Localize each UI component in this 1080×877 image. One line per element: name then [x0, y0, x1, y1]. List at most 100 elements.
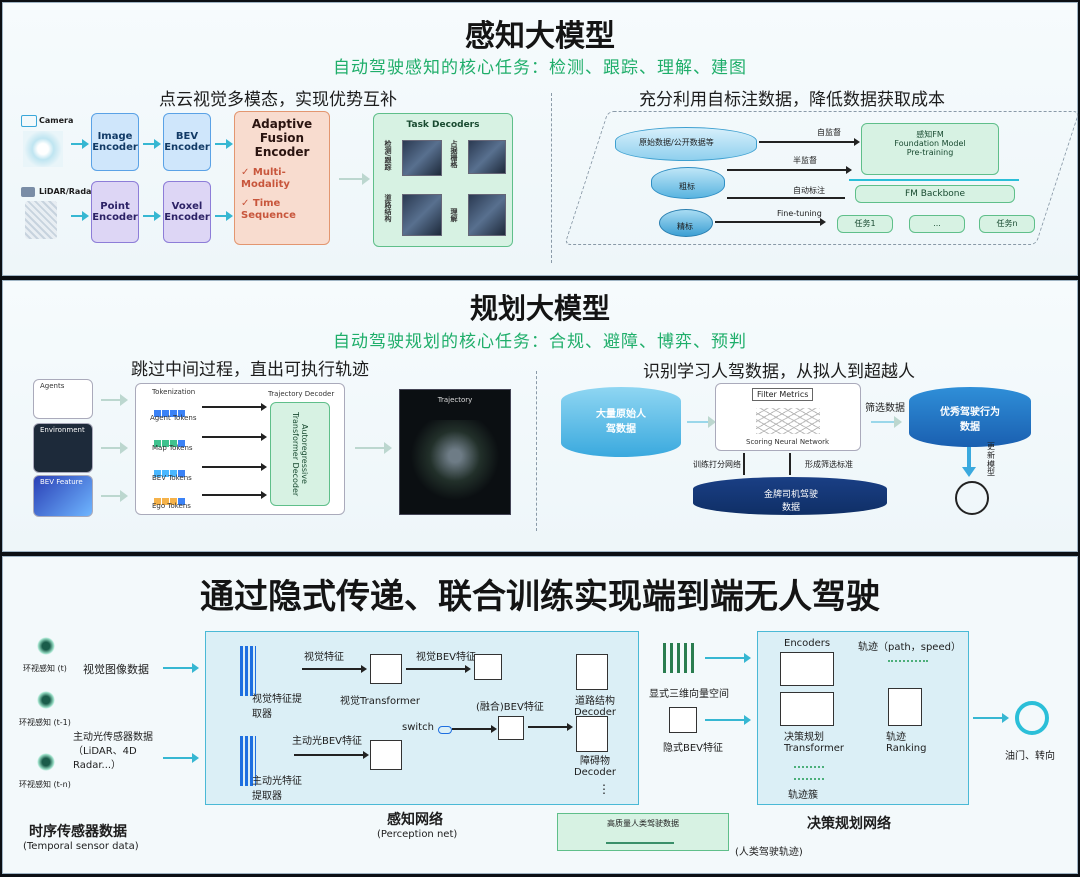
- arrow: [202, 403, 267, 410]
- task-1: 任务1: [837, 215, 893, 233]
- traj-wave: [794, 766, 824, 780]
- environment-label: Environment: [40, 426, 85, 434]
- adaptive-item-label: Multi-Modality: [241, 167, 290, 190]
- ranking-box: [888, 688, 922, 726]
- raw-data-label: 原始数据/公开数据等: [639, 138, 714, 147]
- filter-data-label: 筛选数据: [865, 403, 905, 414]
- explicit-label: 显式三维向量空间: [649, 689, 729, 700]
- planning-left-head: 跳过中间过程，直出可执行轨迹: [131, 360, 369, 380]
- e2e-panel: 通过隐式传递、联合训练实现端到端无人驾驶 环视感知 (t) 环视感知 (t-1)…: [2, 556, 1078, 874]
- adaptive-item-label: Time Sequence: [241, 198, 296, 221]
- arrow: [101, 490, 128, 502]
- task-decoders-title: Task Decoders: [406, 120, 480, 130]
- divider: [536, 371, 537, 531]
- visual-feat-label: 视觉特征: [304, 652, 344, 663]
- obstacle-decoder-cube: [576, 716, 608, 752]
- lidar-extractor-label: 主动光特征提取器: [252, 776, 302, 802]
- arrow: [302, 665, 367, 672]
- lidar-label: LiDAR/Radar: [39, 187, 96, 196]
- feature-cube: [370, 740, 402, 770]
- task-thumbnail: [468, 140, 506, 174]
- up-arrow: [743, 453, 745, 475]
- temporal-label: 时序传感器数据: [29, 824, 127, 840]
- lane-icon: [663, 643, 697, 673]
- arrow: [143, 211, 161, 221]
- camera-icon: [37, 637, 55, 655]
- fused-bev-label: (融合)BEV特征: [476, 702, 544, 713]
- token-label: Ego Tokens: [152, 502, 191, 510]
- task-label: 理解: [450, 208, 458, 222]
- planning-model-box: Tokenization Trajectory Decoder Agent To…: [135, 383, 345, 515]
- arrow: [759, 138, 860, 145]
- trajectory-scene: [410, 420, 500, 500]
- check-icon: ✓: [241, 167, 250, 179]
- arrow: [202, 491, 267, 498]
- surround-tn: 环视感知 (t-n): [19, 780, 71, 789]
- big-raw-cylinder: [561, 387, 681, 457]
- visual-extractor-icon: [240, 646, 256, 696]
- planning-right-head: 识别学习人驾数据，从拟人到超越人: [643, 362, 915, 382]
- perception-right-head: 充分利用自标注数据，降低数据获取成本: [639, 90, 945, 110]
- fm-line2: Foundation Model: [894, 139, 966, 149]
- fm-title: 感知FM: [916, 130, 944, 139]
- arrow: [452, 725, 497, 732]
- adaptive-item: ✓ Time Sequence: [241, 198, 323, 221]
- road-decoder-cube: [576, 654, 608, 690]
- token-row: [154, 432, 186, 451]
- camera-icon: [37, 691, 55, 709]
- arrow: [727, 166, 852, 173]
- lidar-icon: [21, 187, 35, 197]
- point-encoder: Point Encoder: [91, 181, 139, 243]
- steering-wheel-icon: [1015, 701, 1049, 735]
- form-std-label: 形成筛选标准: [805, 460, 853, 469]
- task-thumbnail: [468, 194, 506, 236]
- arrow: [355, 442, 392, 454]
- token-label: Map Tokens: [152, 444, 193, 452]
- temporal-en-label: (Temporal sensor data): [23, 841, 139, 852]
- gold-cylinder: [693, 477, 887, 515]
- surround-t1: 环视感知 (t-1): [19, 718, 71, 727]
- arrow: [71, 211, 89, 221]
- arrow: [71, 139, 89, 149]
- visual-extractor-label: 视觉特征提取器: [252, 694, 302, 720]
- arrow: [715, 218, 826, 225]
- lidar-bev-label: 主动光BEV特征: [292, 736, 363, 747]
- arrow: [406, 665, 471, 672]
- visual-data-label: 视觉图像数据: [83, 663, 149, 676]
- planning-subtitle: 自动驾驶规划的核心任务：合规、避障、博弈、预判: [333, 332, 747, 352]
- autoregressive-decoder: Autoregressive Transformer Decoder: [270, 402, 330, 506]
- implicit-label: 隐式BEV特征: [663, 743, 724, 754]
- visual-transformer-label: 视觉Transformer: [340, 696, 421, 707]
- arrow: [687, 416, 716, 428]
- excellent-cylinder: [909, 387, 1031, 447]
- traj-ps-label: 轨迹（path，speed）: [858, 642, 961, 653]
- perception-subtitle: 自动驾驶感知的核心任务：检测、跟踪、理解、建图: [333, 58, 747, 78]
- image-encoder: Image Encoder: [91, 113, 139, 171]
- trajectory-view: Trajectory: [399, 389, 511, 515]
- fm-backbone: FM Backbone: [855, 185, 1015, 203]
- feature-cube: [474, 654, 502, 680]
- bev-encoder: BEV Encoder: [163, 113, 211, 171]
- divider: [551, 93, 552, 263]
- perception-en-label: (Perception net): [377, 829, 458, 840]
- task-thumbnail: [402, 194, 442, 236]
- arrow: [163, 753, 199, 763]
- task-thumbnail: [402, 140, 442, 176]
- traj-wave: [888, 660, 928, 670]
- big-raw-label: 大量原始人驾数据: [596, 409, 646, 435]
- adaptive-title: Adaptive Fusion Encoder: [251, 117, 313, 159]
- adaptive-item: ✓ Multi-Modality: [241, 167, 323, 190]
- switch-icon: [438, 726, 452, 734]
- down-arrow: [967, 447, 971, 469]
- hq-data-label: 高质量人类驾驶数据: [607, 819, 679, 828]
- trajectory-label: Trajectory: [437, 396, 473, 404]
- token-label: Agent Tokens: [150, 414, 197, 422]
- task-decoders: Task Decoders 检测/跟踪 占据栅格 道路结构 理解: [373, 113, 513, 247]
- task-label: 道路结构: [384, 194, 392, 222]
- arrow: [143, 139, 161, 149]
- task-dots: ...: [909, 215, 965, 233]
- environment-input: Environment: [33, 423, 93, 473]
- lidar-data-label: 主动光传感器数据（LiDAR、4D Radar...）: [73, 732, 153, 771]
- decision-tf-label: 决策规划 Transformer: [784, 732, 845, 754]
- coarse-label: 粗标: [679, 182, 695, 191]
